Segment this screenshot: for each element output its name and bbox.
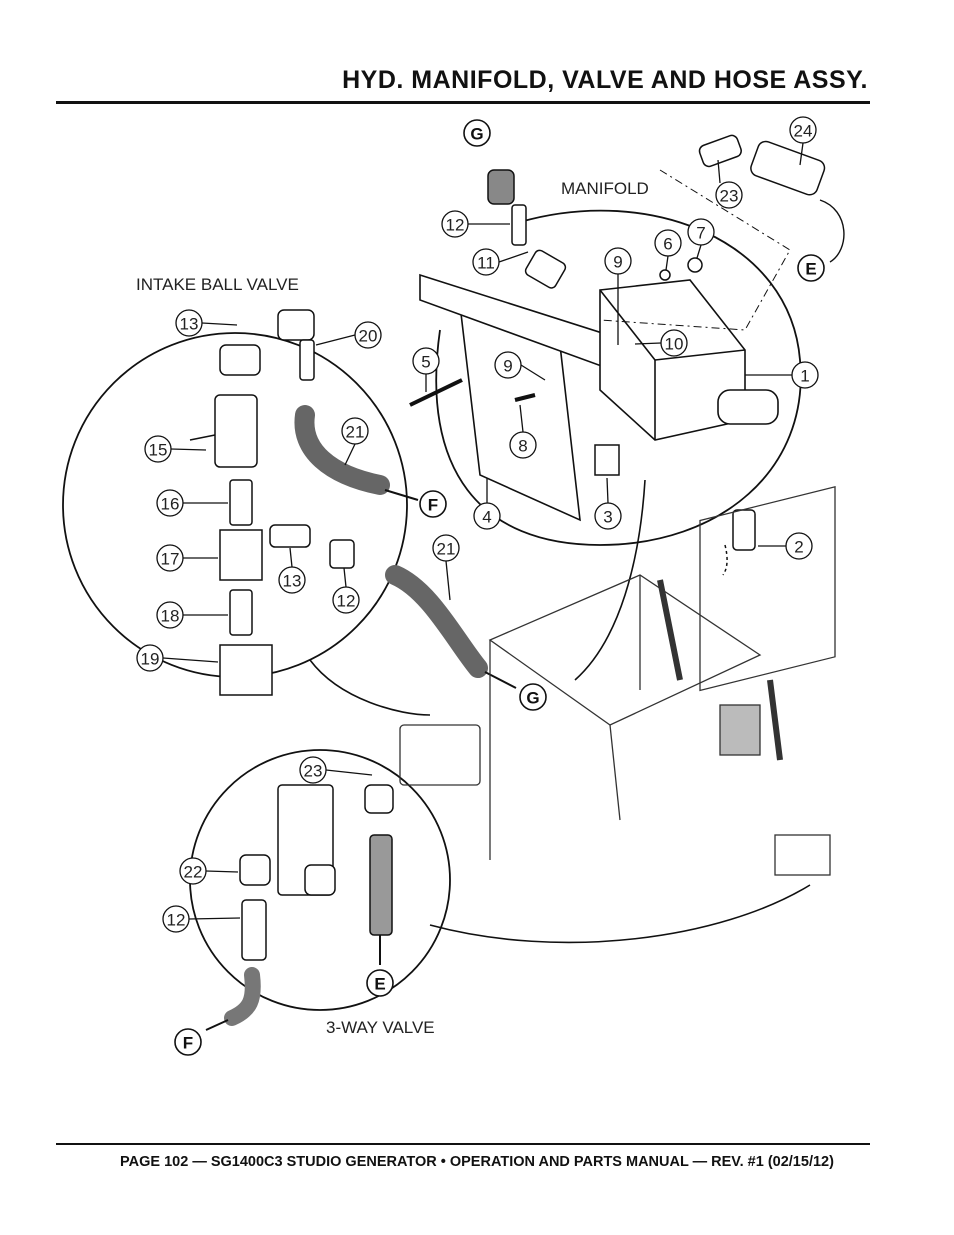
svg-text:F: F — [183, 1034, 193, 1053]
leader-three-way — [429, 884, 811, 944]
leader-intake — [309, 659, 431, 716]
svg-text:20: 20 — [359, 327, 378, 346]
connector-f-lower: F — [174, 1028, 202, 1056]
callout-1: 1 — [745, 361, 819, 389]
callout-9a: 9 — [604, 247, 632, 345]
callout-7: 7 — [687, 218, 715, 259]
label-3-way-valve: 3-WAY VALVE — [326, 1018, 435, 1037]
svg-text:9: 9 — [613, 253, 622, 272]
connector-g-top: G — [463, 119, 491, 147]
hose-g-to-e-leader — [819, 199, 845, 263]
svg-text:10: 10 — [665, 335, 684, 354]
svg-text:3: 3 — [603, 508, 612, 527]
callout-3: 3 — [594, 477, 622, 530]
connector-e-lower: E — [366, 969, 394, 997]
svg-text:12: 12 — [446, 216, 465, 235]
callout-6: 6 — [654, 229, 682, 271]
callout-23a: 23 — [715, 159, 743, 209]
callout-21b: 21 — [432, 534, 460, 601]
hose-21-upper — [294, 405, 390, 495]
svg-text:6: 6 — [663, 235, 672, 254]
dashed-guide — [599, 169, 791, 331]
connector-e-top: E — [797, 254, 825, 282]
svg-text:E: E — [805, 260, 816, 279]
manifold-fittings — [487, 134, 826, 289]
svg-text:9: 9 — [503, 357, 512, 376]
three-way-valve-parts — [239, 784, 394, 961]
hose-f-lower — [224, 967, 261, 1026]
callout-22: 22 — [179, 857, 239, 885]
manifold-block — [599, 279, 779, 441]
check-valve-2 — [722, 509, 756, 576]
callout-13a: 13 — [175, 309, 238, 337]
page-title: HYD. MANIFOLD, VALVE AND HOSE ASSY. — [342, 66, 868, 94]
svg-text:23: 23 — [720, 187, 739, 206]
svg-text:2: 2 — [794, 538, 803, 557]
svg-text:18: 18 — [161, 607, 180, 626]
svg-text:15: 15 — [149, 441, 168, 460]
hose-21-lower — [385, 565, 488, 678]
svg-text:12: 12 — [167, 911, 186, 930]
svg-text:7: 7 — [696, 224, 705, 243]
arrow-to-f — [384, 489, 419, 501]
callout-16: 16 — [156, 489, 228, 517]
callout-13b: 13 — [278, 547, 306, 594]
svg-text:13: 13 — [283, 572, 302, 591]
svg-text:E: E — [374, 975, 385, 994]
callout-12b: 12 — [332, 567, 360, 614]
mounting-plate — [419, 273, 641, 522]
svg-text:8: 8 — [518, 437, 527, 456]
label-manifold: MANIFOLD — [561, 179, 649, 198]
callout-4: 4 — [473, 478, 501, 530]
svg-text:1: 1 — [800, 367, 809, 386]
callout-5: 5 — [412, 347, 440, 392]
arrow-to-f-lower — [205, 1019, 229, 1031]
callout-9b: 9 — [494, 351, 546, 381]
svg-text:23: 23 — [304, 762, 323, 781]
bolt-8 — [514, 393, 536, 402]
callout-21a: 21 — [341, 417, 369, 466]
svg-text:19: 19 — [141, 650, 160, 669]
leader-manifold — [574, 479, 646, 681]
svg-text:11: 11 — [477, 254, 495, 273]
svg-text:24: 24 — [794, 122, 813, 141]
callout-12a: 12 — [441, 210, 510, 238]
callout-11: 11 — [472, 248, 529, 276]
svg-text:21: 21 — [346, 423, 365, 442]
svg-text:12: 12 — [337, 592, 356, 611]
svg-text:5: 5 — [421, 353, 430, 372]
page-footer: PAGE 102 — SG1400C3 STUDIO GENERATOR • O… — [120, 1154, 834, 1170]
connector-f-mid: F — [419, 490, 447, 518]
connector-g-mid: G — [519, 683, 547, 711]
callout-10: 10 — [634, 329, 688, 357]
title-rule — [56, 101, 870, 104]
svg-text:13: 13 — [180, 315, 199, 334]
callout-18: 18 — [156, 601, 228, 629]
svg-text:4: 4 — [482, 508, 491, 527]
svg-text:22: 22 — [184, 863, 203, 882]
bolt-5 — [409, 378, 463, 407]
svg-text:16: 16 — [161, 495, 180, 514]
callout-20: 20 — [315, 321, 382, 349]
callout-19: 19 — [136, 644, 219, 672]
generator-frame — [399, 485, 836, 876]
label-intake-ball-valve: INTAKE BALL VALVE — [136, 275, 299, 294]
svg-text:21: 21 — [437, 540, 456, 559]
svg-text:17: 17 — [161, 550, 180, 569]
callout-12c: 12 — [162, 905, 241, 933]
footer-rule — [56, 1143, 870, 1145]
callout-15: 15 — [144, 435, 207, 463]
callout-24: 24 — [789, 116, 817, 166]
svg-text:G: G — [526, 689, 539, 708]
callout-8: 8 — [509, 404, 537, 459]
callout-17: 17 — [156, 544, 218, 572]
callout-2: 2 — [758, 532, 813, 560]
svg-text:F: F — [428, 496, 438, 515]
callout-23b: 23 — [299, 756, 373, 784]
intake-valve-parts — [189, 309, 355, 696]
part-3 — [594, 444, 620, 476]
svg-text:G: G — [470, 125, 483, 144]
